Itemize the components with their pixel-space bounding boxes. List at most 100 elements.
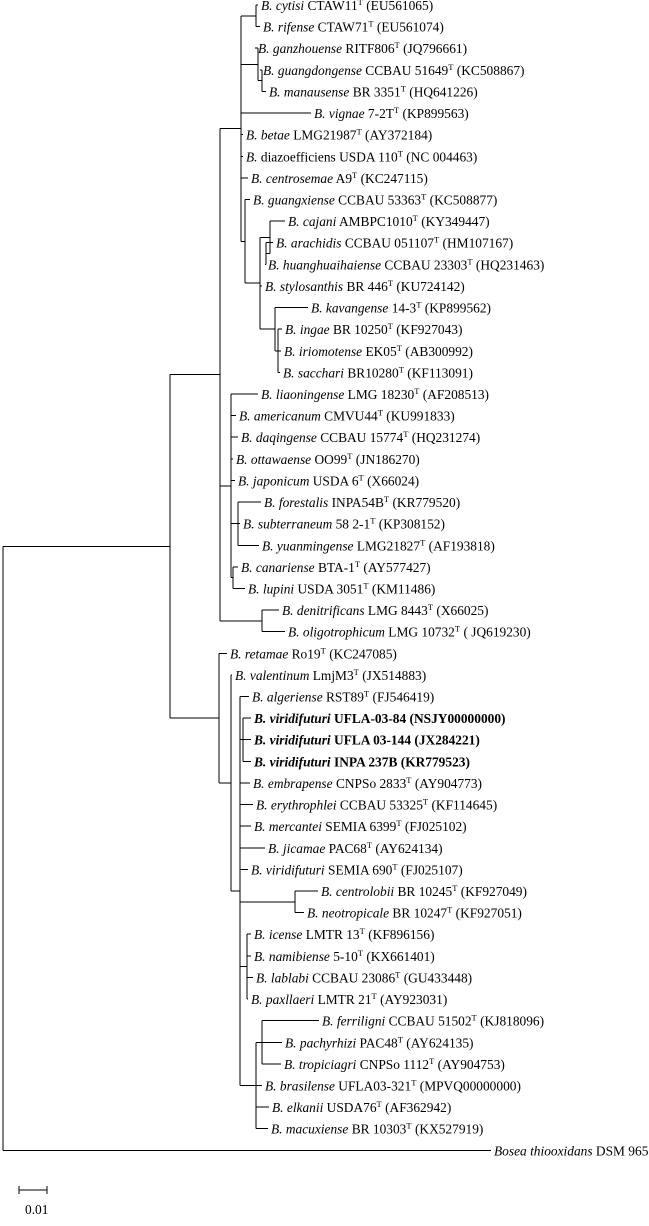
species-epithet: huanghuaihaiense bbox=[283, 257, 381, 272]
strain-id: EK05 bbox=[362, 344, 397, 359]
accession-number: (KP899563) bbox=[399, 106, 469, 121]
accession-number: (GU433448) bbox=[400, 970, 472, 985]
genus-name: B. bbox=[254, 949, 269, 964]
species-epithet: guangxiense bbox=[268, 192, 335, 207]
taxon-label-mercantei: B. mercantei SEMIA 6399T (FJ025102) bbox=[254, 818, 467, 834]
strain-id: UFLA 03-144 bbox=[331, 733, 412, 748]
taxon-label-iriomotense: B. iriomotense EK05T (AB300992) bbox=[284, 343, 473, 359]
type-strain-marker: T bbox=[413, 213, 419, 223]
species-epithet: denitrificans bbox=[297, 603, 365, 618]
taxon-label-icense: B. icense LMTR 13T (KF896156) bbox=[254, 926, 434, 942]
species-epithet: oligotrophicum bbox=[303, 625, 385, 640]
species-epithet: arachidis bbox=[291, 236, 342, 251]
strain-id: PAC68 bbox=[325, 841, 367, 856]
accession-number: (KM11486) bbox=[369, 581, 436, 596]
taxon-label-lablabi: B. lablabi CCBAU 23086T (GU433448) bbox=[256, 969, 472, 985]
genus-name: B. bbox=[246, 128, 261, 143]
accession-number: (KX527919) bbox=[412, 1122, 484, 1137]
species-epithet: rifense bbox=[278, 20, 315, 35]
type-strain-marker: T bbox=[414, 386, 420, 396]
accession-number: (HQ641226) bbox=[406, 84, 478, 99]
taxon-label-betae: B. betae LMG21987T (AY372184) bbox=[246, 127, 432, 143]
taxon-label-cajani: B. cajani AMBPC1010T (KY349447) bbox=[288, 213, 490, 229]
accession-number: (AY577427) bbox=[360, 560, 431, 575]
genus-name: B. bbox=[253, 754, 270, 769]
type-strain-marker: T bbox=[377, 1099, 383, 1109]
genus-name: B. bbox=[322, 1014, 337, 1029]
genus-name: B. bbox=[264, 495, 279, 510]
accession-number: (KF114645) bbox=[428, 798, 497, 813]
type-strain-marker: T bbox=[403, 429, 409, 439]
type-strain-marker: T bbox=[398, 148, 404, 158]
species-epithet: cajani bbox=[303, 214, 337, 229]
accession-number: (KC247115) bbox=[357, 171, 428, 186]
taxon-label-viridifuturi-semia690: B. viridifuturi SEMIA 690T (FJ025107) bbox=[251, 861, 463, 877]
species-epithet: japonicum bbox=[251, 473, 310, 488]
genus-name: B. bbox=[230, 646, 245, 661]
accession-number: (JX284221) bbox=[411, 733, 480, 748]
genus-name: B. bbox=[251, 171, 266, 186]
type-strain-marker: T bbox=[354, 667, 360, 677]
tree-branches bbox=[2, 4, 491, 1151]
species-epithet: tropiciagri bbox=[299, 1057, 357, 1072]
genus-name: B. bbox=[265, 1079, 280, 1094]
taxon-label-bosea: Bosea thiooxidans DSM 9653T (AJ250796) bbox=[494, 1142, 649, 1158]
genus-name: B. bbox=[282, 603, 297, 618]
genus-name: B. bbox=[258, 41, 273, 56]
taxon-label-viridifuturi-ufla03144: B. viridifuturi UFLA 03-144 (JX284221) bbox=[253, 733, 480, 748]
taxon-label-canariense: B. canariense BTA-1T (AY577427) bbox=[241, 559, 431, 575]
genus-name: B. bbox=[254, 927, 269, 942]
species-epithet: valentinum bbox=[250, 668, 310, 683]
accession-number: (KF927051) bbox=[452, 906, 522, 921]
strain-id: CCBAU 53363 bbox=[335, 192, 422, 207]
taxon-label-japonicum: B. japonicum USDA 6T (X66024) bbox=[238, 472, 419, 488]
accession-number: (KF113091) bbox=[404, 365, 473, 380]
accession-number: (AB300992) bbox=[402, 344, 473, 359]
species-epithet: lupini bbox=[263, 581, 295, 596]
taxon-label-subterraneum: B. subterraneum 58 2-1T (KP308152) bbox=[243, 516, 445, 532]
genus-name: B. bbox=[268, 841, 283, 856]
species-epithet: ottawaense bbox=[251, 452, 311, 467]
species-epithet: betae bbox=[261, 128, 290, 143]
species-epithet: centrolobii bbox=[336, 884, 395, 899]
type-strain-marker: T bbox=[399, 364, 405, 374]
accession-number: (AY624134) bbox=[372, 841, 443, 856]
taxon-label-huanghuaihaiense: B. huanghuaihaiense CCBAU 23303T (HQ2314… bbox=[268, 256, 544, 272]
type-strain-marker: T bbox=[358, 0, 364, 7]
accession-number: (KC508867) bbox=[453, 63, 524, 78]
type-strain-marker: T bbox=[406, 775, 412, 785]
type-strain-marker: T bbox=[467, 256, 473, 266]
type-strain-marker: T bbox=[392, 861, 398, 871]
species-epithet: ingae bbox=[300, 322, 330, 337]
type-strain-marker: T bbox=[367, 840, 373, 850]
genus-name: B. bbox=[307, 906, 322, 921]
strain-id: 14-3 bbox=[388, 301, 416, 316]
genus-name: B. bbox=[314, 106, 329, 121]
genus-name: B. bbox=[241, 560, 256, 575]
type-strain-marker: T bbox=[360, 926, 366, 936]
accession-number: (KR779523) bbox=[397, 754, 470, 769]
type-strain-marker: T bbox=[397, 343, 403, 353]
accession-number: (KJ818096) bbox=[477, 1014, 544, 1029]
accession-number: (HQ231274) bbox=[408, 430, 480, 445]
accession-number: (KU724142) bbox=[393, 279, 465, 294]
taxon-label-erythrophlei: B. erythrophlei CCBAU 53325T (KF114645) bbox=[256, 797, 497, 813]
genus-name: B. bbox=[285, 1035, 300, 1050]
type-strain-marker: T bbox=[429, 1056, 435, 1066]
species-epithet: embrapense bbox=[268, 776, 333, 791]
strain-id: UFLA03-321 bbox=[335, 1079, 411, 1094]
accession-number: (KF927043) bbox=[393, 322, 463, 337]
accession-number: (JQ796661) bbox=[400, 41, 467, 56]
strain-id: LMG 8443 bbox=[365, 603, 429, 618]
taxon-label-paxllaeri: B. paxllaeri LMTR 21T (AY923031) bbox=[251, 991, 447, 1007]
genus-name: B. bbox=[248, 581, 263, 596]
type-strain-marker: T bbox=[347, 451, 353, 461]
genus-name: B. bbox=[265, 279, 280, 294]
taxon-label-cytisi: B. cytisi CTAW11T (EU561065) bbox=[261, 0, 433, 13]
taxon-label-forestalis: B. forestalis INPA54BT (KR779520) bbox=[264, 494, 460, 510]
accession-number: (KY349447) bbox=[418, 214, 490, 229]
taxon-label-diazoefficiens: B. diazoefficiens USDA 110T (NC 004463) bbox=[246, 148, 477, 164]
type-strain-marker: T bbox=[395, 40, 401, 50]
strain-id: CCBAU 23086 bbox=[309, 970, 396, 985]
genus-name: B. bbox=[241, 430, 256, 445]
